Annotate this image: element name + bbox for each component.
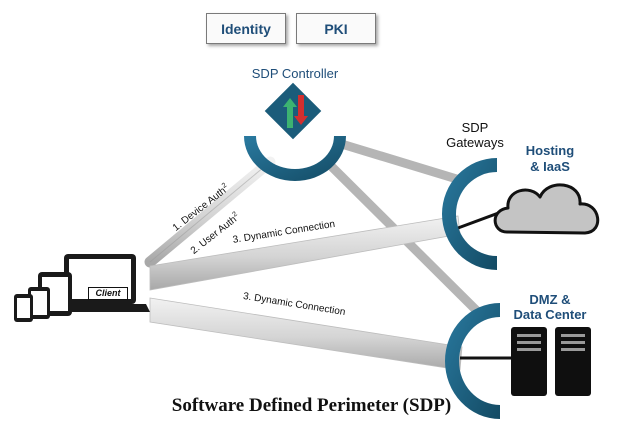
hosting-label: Hosting & IaaS bbox=[514, 143, 586, 175]
pki-label: PKI bbox=[324, 20, 348, 37]
controller-diamond-icon bbox=[264, 82, 322, 140]
auth-tube-edge bbox=[149, 161, 271, 263]
dynamic-tube-bottom bbox=[149, 297, 463, 371]
diagram-title: Software Defined Perimeter (SDP) bbox=[171, 395, 452, 416]
controller-arc bbox=[244, 136, 346, 181]
cloud-icon bbox=[493, 183, 600, 235]
sdp-controller-label: SDP Controller bbox=[251, 66, 339, 81]
sdp-gateways-label: SDP Gateways bbox=[430, 120, 520, 150]
identity-box: Identity bbox=[206, 13, 286, 44]
controller-to-hosting-link bbox=[333, 137, 462, 185]
dmz-gateway-arc bbox=[445, 303, 500, 419]
client-label: Client bbox=[88, 287, 128, 300]
sdp-gateways-line1: SDP bbox=[461, 120, 489, 135]
pki-box: PKI bbox=[296, 13, 376, 44]
hosting-gateway-arc bbox=[442, 158, 497, 270]
dmz-line2: Data Center bbox=[513, 307, 587, 322]
server-icon bbox=[555, 327, 591, 396]
hosting-line1: Hosting bbox=[525, 143, 575, 158]
dmz-label: DMZ & Data Center bbox=[505, 292, 595, 322]
sdp-gateways-line2: Gateways bbox=[446, 135, 504, 150]
identity-label: Identity bbox=[221, 20, 271, 37]
dmz-line1: DMZ & bbox=[529, 292, 571, 307]
server-icon bbox=[511, 327, 547, 396]
phone-icon bbox=[28, 287, 50, 319]
hosting-line2: & IaaS bbox=[530, 159, 570, 174]
phone-icon bbox=[14, 294, 33, 322]
